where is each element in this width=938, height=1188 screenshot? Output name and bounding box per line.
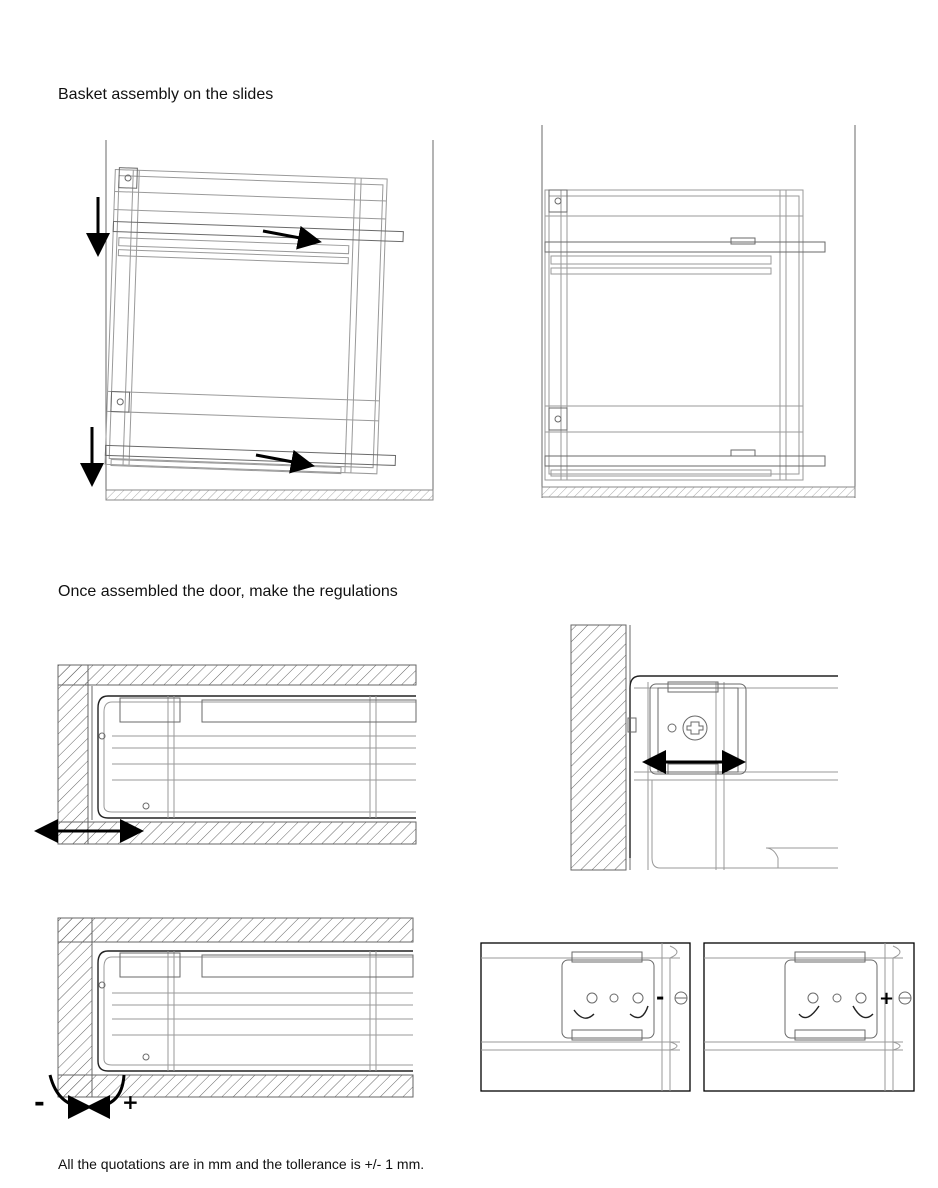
section-heading-basket-assembly: Basket assembly on the slides <box>58 86 274 103</box>
figure-basket-tilted <box>80 140 434 501</box>
figure-lateral-adjustment <box>34 664 417 845</box>
detail-plus-sign: + <box>879 988 894 1009</box>
figure-height-adjustment: - + <box>34 917 414 1119</box>
tolerance-note: All the quotations are in mm and the tol… <box>58 1156 425 1172</box>
figure-bracket-detail <box>570 624 838 871</box>
section-heading-regulations: Once assembled the door, make the regula… <box>58 583 398 600</box>
figure-detail-plus: + <box>703 942 915 1092</box>
rotation-plus-sign: + <box>122 1090 139 1114</box>
figure-detail-minus: - <box>480 942 691 1092</box>
detail-minus-sign: - <box>656 985 664 1009</box>
rotation-minus-sign: - <box>34 1088 45 1118</box>
figure-basket-assembled <box>541 125 856 498</box>
